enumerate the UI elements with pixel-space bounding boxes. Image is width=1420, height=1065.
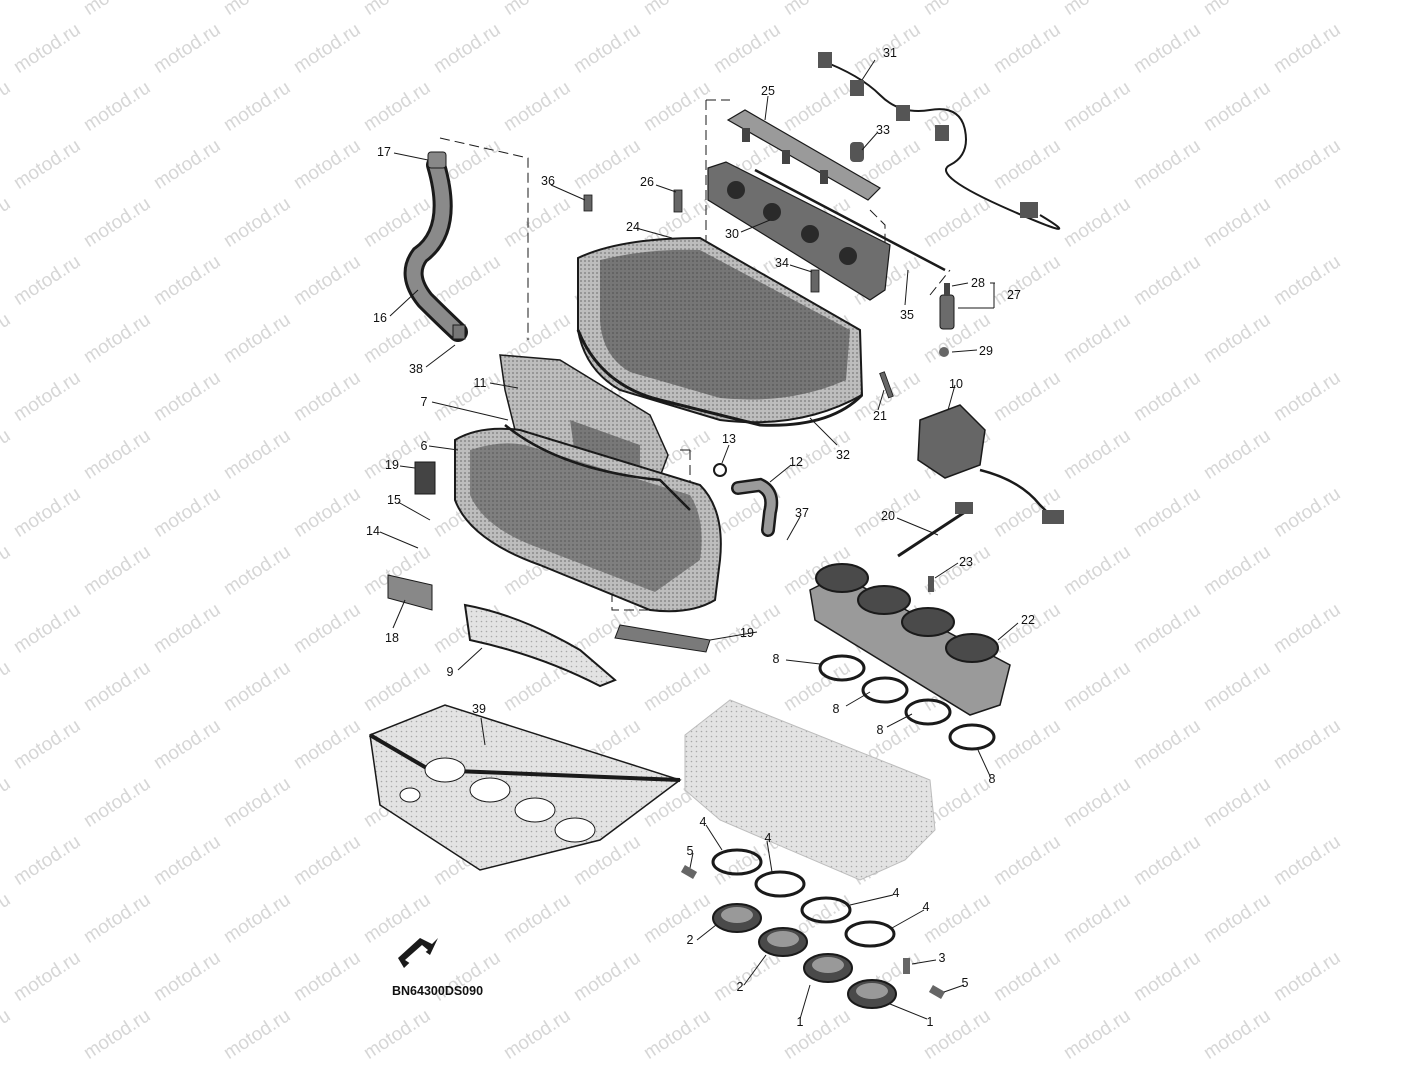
callout-20: 20 — [881, 508, 895, 523]
callout-14: 14 — [366, 523, 380, 538]
part-5-screw-left — [680, 865, 698, 879]
callout-28: 28 — [971, 275, 985, 290]
part-2-joints — [712, 903, 897, 1009]
callout-10: 10 — [949, 376, 963, 391]
part-19-pad-lower — [614, 624, 711, 653]
callout-13: 13 — [722, 431, 736, 446]
part-8-orings — [818, 654, 996, 751]
part-30-injector-holder — [707, 161, 891, 301]
part-10-actuator — [917, 404, 1064, 524]
part-31-harness — [818, 52, 1061, 230]
callout-25: 25 — [761, 83, 775, 98]
callout-19: 19 — [740, 625, 754, 640]
part-9-element — [463, 603, 617, 688]
engine-ghost — [684, 699, 936, 881]
callout-5: 5 — [686, 843, 694, 858]
callout-9: 9 — [446, 664, 454, 679]
callout-4: 4 — [922, 899, 930, 914]
part-24-airbox-cover — [576, 236, 864, 427]
callout-23: 23 — [959, 554, 973, 569]
part-19-pad — [414, 461, 436, 495]
callout-33: 33 — [876, 122, 890, 137]
callout-1: 1 — [926, 1014, 934, 1029]
part-22-throttle-body — [809, 563, 1011, 716]
callout-37: 37 — [795, 505, 809, 520]
leader-lines — [379, 59, 1019, 1020]
callout-31: 31 — [883, 45, 897, 60]
callout-30: 30 — [725, 226, 739, 241]
callout-1: 1 — [796, 1014, 804, 1029]
diagram-code: BN64300DS090 — [392, 984, 484, 998]
callout-32: 32 — [836, 447, 850, 462]
callout-8: 8 — [772, 651, 780, 666]
callout-4: 4 — [892, 885, 900, 900]
callout-18: 18 — [385, 630, 399, 645]
part-6-airbox-lower — [454, 427, 722, 613]
callout-8: 8 — [988, 771, 996, 786]
callout-17: 17 — [377, 144, 391, 159]
callout-26: 26 — [640, 174, 654, 189]
callout-4: 4 — [764, 830, 772, 845]
part-20-rod — [897, 502, 973, 558]
part-18-block — [387, 574, 433, 611]
callout-8: 8 — [832, 701, 840, 716]
part-12-pipe — [731, 477, 779, 537]
part-16-hose — [403, 151, 468, 342]
callout-21: 21 — [873, 408, 887, 423]
callout-39: 39 — [472, 701, 486, 716]
callout-22: 22 — [1021, 612, 1035, 627]
part-4-clamps — [711, 848, 896, 948]
part-7-seal — [504, 424, 691, 511]
callout-35: 35 — [900, 307, 914, 322]
part-27-injector — [939, 283, 955, 330]
callout-2: 2 — [736, 979, 744, 994]
bolts — [583, 189, 894, 399]
part-39-shield — [368, 704, 682, 871]
callout-4: 4 — [699, 814, 707, 829]
callout-38: 38 — [409, 361, 423, 376]
part-33-grommet — [850, 142, 864, 162]
callout-12: 12 — [789, 454, 803, 469]
callout-16: 16 — [373, 310, 387, 325]
callout-34: 34 — [775, 255, 789, 270]
callout-5: 5 — [961, 975, 969, 990]
forward-arrow-icon — [398, 938, 438, 968]
callout-19: 19 — [385, 457, 399, 472]
callout-15: 15 — [387, 492, 401, 507]
callout-8: 8 — [876, 722, 884, 737]
callout-7: 7 — [420, 394, 428, 409]
callout-2: 2 — [686, 932, 694, 947]
part-3-bolt — [903, 958, 910, 974]
callout-6: 6 — [420, 438, 428, 453]
callout-36: 36 — [541, 173, 555, 188]
callout-24: 24 — [626, 219, 640, 234]
callout-3: 3 — [938, 950, 946, 965]
part-35-gasket — [754, 168, 946, 272]
part-5-screw-right — [928, 985, 946, 999]
callout-27: 27 — [1007, 287, 1021, 302]
part-13-clamp — [713, 463, 727, 477]
part-25-fuel-rail — [726, 109, 881, 201]
part-29-seal — [939, 347, 949, 357]
callout-29: 29 — [979, 343, 993, 358]
callout-11: 11 — [473, 375, 487, 390]
